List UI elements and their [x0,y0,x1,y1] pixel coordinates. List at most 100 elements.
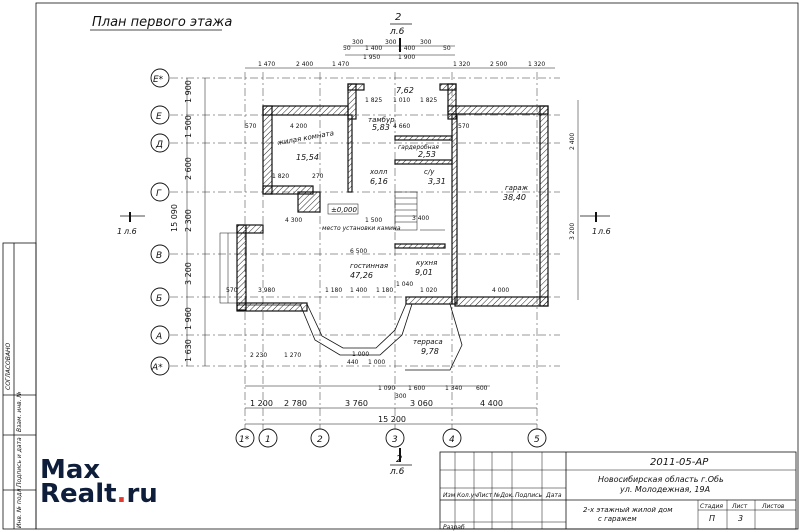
svg-text:15 090: 15 090 [170,204,179,232]
room-area: 7,62 [396,86,414,95]
svg-text:Листов: Листов [761,503,785,510]
svg-text:1 010: 1 010 [393,97,410,104]
svg-text:1 600: 1 600 [408,385,425,392]
svg-text:2-х этажный жилой дом: 2-х этажный жилой дом [583,506,673,514]
svg-text:15 200: 15 200 [378,415,406,424]
svg-text:Дата: Дата [545,492,562,499]
svg-text:ул. Молодежная, 19А: ул. Молодежная, 19А [619,485,710,494]
svg-text:1 180: 1 180 [325,287,342,294]
svg-text:4 660: 4 660 [393,123,410,130]
stairs [394,191,445,231]
svg-text:300: 300 [385,39,397,46]
right-dimensions: 3 200 2 400 [569,100,579,300]
svg-text:3 060: 3 060 [410,399,433,408]
svg-text:1 960: 1 960 [184,307,193,330]
axis-label: 4 [449,435,455,445]
bottom-dimensions: 1 090 1 600 1 340 600 300 1 200 2 780 3 … [245,385,537,425]
watermark-logo: Max Realt.ru [40,455,158,509]
svg-text:1 340: 1 340 [445,385,462,392]
svg-text:3: 3 [738,514,743,523]
axis-label: 5 [534,435,540,445]
room-name: тамбур [368,116,395,124]
svg-text:2 600: 2 600 [184,157,193,180]
top-dimensions: 300 1 400 300 1 400 300 50 1 950 1 900 5… [245,39,555,69]
svg-text:1 320: 1 320 [453,61,470,68]
annotations: ±0,000 место установки камина [322,203,401,232]
axis-label: Г [156,189,162,199]
left-dimensions: 1 900 1 500 2 600 2 300 3 200 1 960 1 63… [170,78,206,366]
svg-text:Подпись: Подпись [515,492,542,499]
room-area: 9,01 [415,268,433,277]
axis-bubbles-letters: Е* Е Д Г В Б А А* [150,68,170,376]
svg-text:570: 570 [226,287,238,294]
level-mark: ±0,000 [331,206,357,214]
svg-text:1 400: 1 400 [350,287,367,294]
section-mark-left: 1 л.6 [117,212,145,236]
axis-label: 3 [392,435,398,445]
axis-label: 2 [317,435,323,445]
side-strip: СОГЛАСОВАНО Взам. инв. № Подпись и дата … [2,242,37,530]
svg-text:300: 300 [395,393,407,400]
svg-text:Инв. № подл.: Инв. № подл. [16,487,23,528]
svg-text:1 900: 1 900 [184,80,193,103]
room-name: жилая комната [276,129,335,147]
svg-text:2 780: 2 780 [284,399,307,408]
svg-text:1 950: 1 950 [363,54,380,61]
svg-text:3 200: 3 200 [569,223,576,240]
svg-text:1 200: 1 200 [250,399,273,408]
svg-text:Кол.уч: Кол.уч [457,492,478,499]
svg-text:4 400: 4 400 [480,399,503,408]
room-area: 38,40 [503,193,526,202]
axis-label: В [156,251,162,261]
svg-text:№Док.: №Док. [493,492,514,499]
svg-text:1 020: 1 020 [420,287,437,294]
axis-label: А* [151,363,163,373]
svg-text:Изм: Изм [443,492,456,499]
axis-label: 1* [239,435,250,445]
bay-window [237,303,463,371]
svg-text:3 400: 3 400 [412,215,429,222]
svg-text:Подпись и дата: Подпись и дата [16,437,23,487]
svg-text:270: 270 [312,173,324,180]
svg-text:4 200: 4 200 [290,123,307,130]
svg-text:1 500: 1 500 [365,217,382,224]
svg-text:1 820: 1 820 [272,173,289,180]
svg-text:П: П [709,514,715,523]
fireplace-note: место установки камина [322,225,401,232]
section-mark-top: 2 л.6 [389,12,412,52]
svg-text:Лист: Лист [476,492,493,499]
room-area: 5,83 [372,123,390,132]
svg-text:1 000: 1 000 [368,359,385,366]
axis-bubbles-numbers: 1* 1 2 3 4 5 [235,428,547,448]
svg-text:2: 2 [395,12,401,23]
svg-text:4 000: 4 000 [492,287,509,294]
room-name: гостинная [350,262,388,270]
svg-text:50: 50 [343,45,351,52]
svg-text:СОГЛАСОВАНО: СОГЛАСОВАНО [5,342,12,390]
axis-label: 1 [265,435,271,445]
svg-text:600: 600 [476,385,488,392]
project-code: 2011-05-АР [650,457,709,468]
svg-text:Новосибирская область г.Обь: Новосибирская область г.Обь [598,475,724,484]
svg-text:л.6: л.6 [123,227,137,236]
svg-text:1 320: 1 320 [528,61,545,68]
room-area: 3,31 [428,177,446,186]
svg-text:570: 570 [458,123,470,130]
svg-text:300: 300 [420,39,432,46]
axis-label: Е [156,112,162,122]
room-area: 15,54 [296,153,319,162]
svg-text:2 500: 2 500 [490,61,507,68]
svg-text:3 980: 3 980 [258,287,275,294]
plan-title: План первого этажа [92,15,232,30]
svg-text:1 825: 1 825 [420,97,437,104]
section-mark-right: 1 л.6 [580,212,611,236]
section-mark-bottom: 2 л.6 [389,448,412,477]
svg-text:1 825: 1 825 [365,97,382,104]
room-area: 9,78 [421,347,439,356]
svg-text:300: 300 [352,39,364,46]
left-porch [219,232,238,304]
svg-text:1 470: 1 470 [332,61,349,68]
svg-text:4 300: 4 300 [285,217,302,224]
svg-text:2 230: 2 230 [250,352,267,359]
